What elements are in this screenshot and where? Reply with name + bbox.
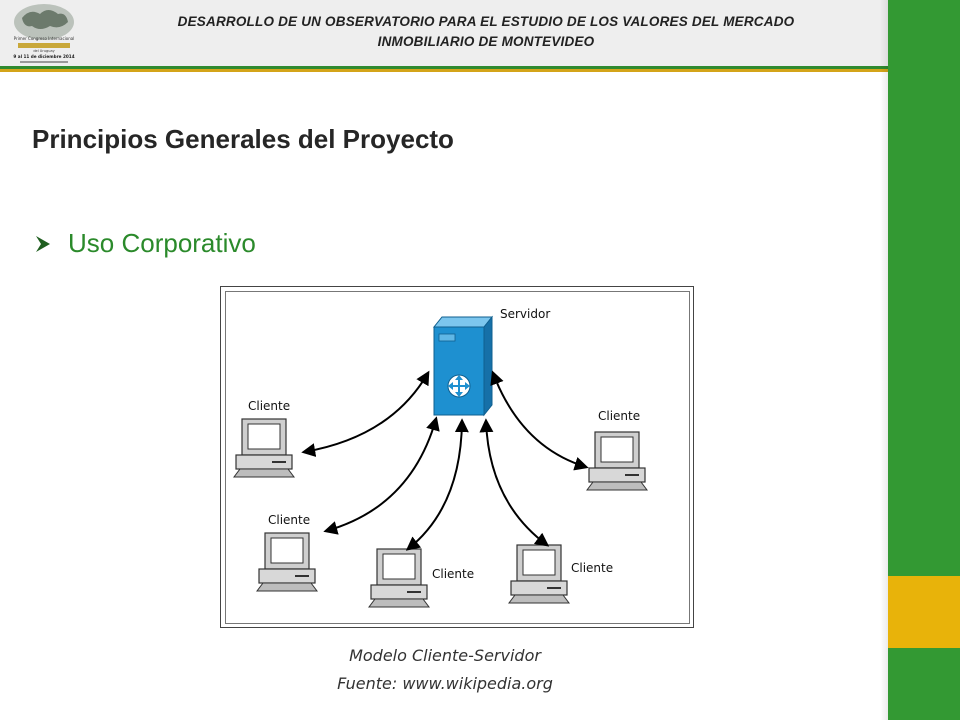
client-label: Cliente — [571, 561, 613, 575]
bullet-text: Uso Corporativo — [68, 228, 256, 258]
connection-arrow — [323, 416, 440, 535]
diagram-drawing: Servidor Cliente Cliente Cliente Cliente… — [233, 307, 648, 608]
connection-arrow — [479, 418, 550, 547]
client-computer-icon — [256, 532, 318, 592]
client-label: Cliente — [598, 409, 640, 423]
side-bar-gold — [888, 576, 960, 648]
logo-date: 9 al 11 de diciembre 2014 — [13, 54, 74, 59]
header-divider-green — [0, 66, 888, 69]
server-label: Servidor — [500, 307, 550, 321]
client-label: Cliente — [248, 399, 290, 413]
connection-arrow — [301, 370, 430, 457]
server-icon — [432, 315, 494, 417]
client-computer-icon — [508, 544, 570, 604]
figure-source: Fuente: www.wikipedia.org — [337, 674, 553, 693]
client-computer-icon — [368, 548, 430, 608]
figure-caption: Modelo Cliente-Servidor — [349, 646, 541, 665]
logo-subtitle: del Uruguay — [33, 49, 54, 53]
client-computer-icon — [586, 431, 648, 491]
connection-arrow — [405, 418, 469, 551]
client-label: Cliente — [432, 567, 474, 581]
bullet-item: Uso Corporativo — [34, 228, 256, 259]
header-divider-gold — [0, 69, 888, 72]
connection-arrow — [490, 370, 589, 471]
client-server-diagram: Servidor Cliente Cliente Cliente Cliente… — [220, 286, 694, 628]
presentation-title-line2: INMOBILIARIO DE MONTEVIDEO — [377, 34, 595, 49]
side-shadow — [880, 0, 888, 720]
svg-text:Primer Congreso Internacional: Primer Congreso Internacional — [14, 36, 75, 41]
client-computer-icon — [233, 418, 295, 478]
presentation-title: DESARROLLO DE UN OBSERVATORIO PARA EL ES… — [96, 12, 876, 52]
presentation-title-line1: DESARROLLO DE UN OBSERVATORIO PARA EL ES… — [177, 14, 795, 29]
header-bar: Primer Congreso Internacional del Urugua… — [0, 0, 888, 66]
congress-logo: Primer Congreso Internacional del Urugua… — [0, 0, 88, 66]
diagram-frame — [225, 291, 690, 624]
arrow-bullet-icon — [36, 235, 50, 252]
client-label: Cliente — [268, 513, 310, 527]
slide-title: Principios Generales del Proyecto — [32, 124, 454, 154]
